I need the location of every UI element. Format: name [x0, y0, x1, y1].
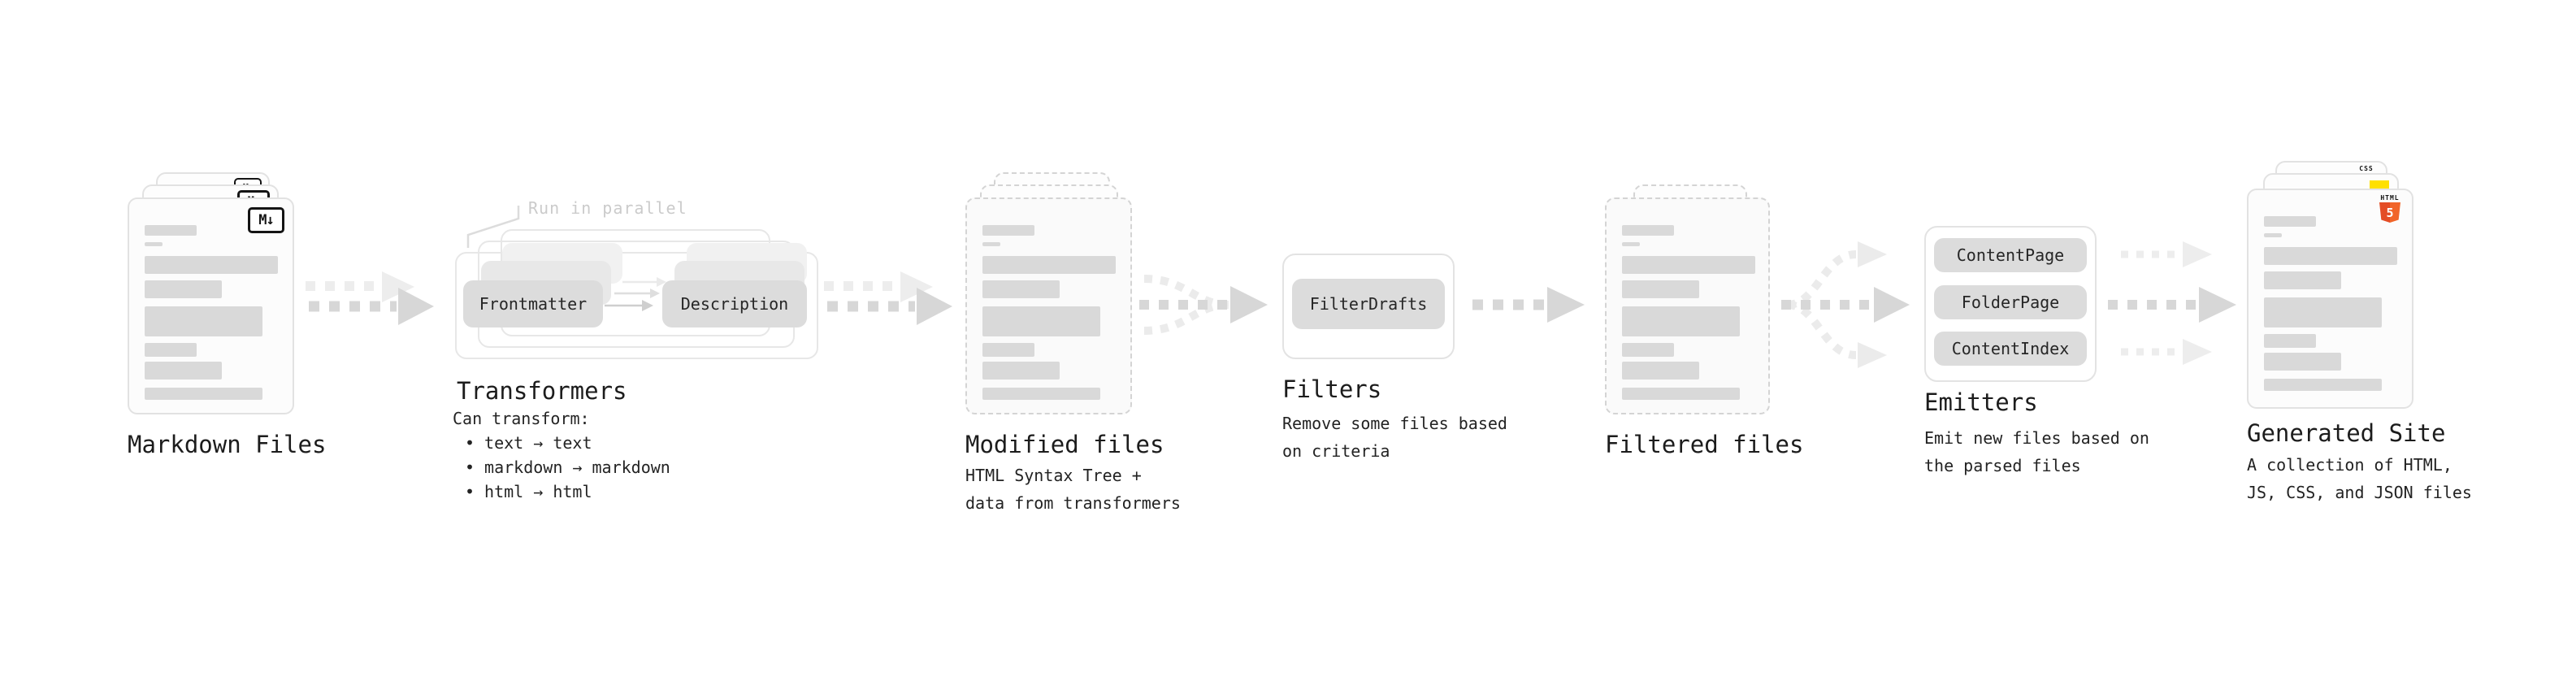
doc-line-bar — [145, 343, 197, 357]
doc-line-bar — [145, 362, 222, 380]
transformer-pill-description: Description — [662, 280, 807, 327]
doc-line-bar — [982, 280, 1060, 298]
doc-line-bar — [1622, 388, 1740, 400]
callout-leader-line — [466, 206, 520, 248]
stage-label-emitters: Emitters — [1924, 388, 2038, 416]
stage-label-modified-files: Modified files — [965, 431, 1164, 458]
doc-line-bar — [1622, 343, 1674, 357]
stage-label-filtered-files: Filtered files — [1605, 431, 1804, 458]
doc-line-bar — [2264, 216, 2316, 227]
doc-line-bar — [1622, 280, 1699, 298]
doc-line-bar — [2264, 334, 2316, 348]
doc-line-bar — [982, 256, 1116, 274]
doc-line-bar — [982, 242, 1000, 246]
doc-line-bar — [145, 388, 262, 400]
bullet-item: •markdown → markdown — [453, 455, 670, 479]
generated-site-description: A collection of HTML, JS, CSS, and JSON … — [2247, 455, 2472, 502]
parallel-arrows-icon — [605, 277, 666, 311]
doc-line-bar — [145, 280, 222, 298]
doc-line-bar — [2264, 297, 2382, 327]
merge-arrow-icon — [1139, 275, 1268, 335]
doc-line-bar — [1622, 362, 1699, 380]
stage-label-markdown-files: Markdown Files — [128, 431, 327, 458]
doc-line-bar — [982, 388, 1100, 400]
doc-line-bar — [2264, 233, 2282, 237]
filter-pill-filterdrafts: FilterDrafts — [1292, 279, 1445, 329]
flow-arrow-icon — [824, 271, 952, 325]
doc-line-bar — [2264, 353, 2341, 371]
document-card — [965, 197, 1132, 414]
document-card: HTML 5 — [2247, 189, 2413, 409]
doc-line-bar — [1622, 256, 1755, 274]
filters-description: Remove some files based on criteria — [1282, 414, 1507, 461]
triple-arrow-icon — [2108, 241, 2236, 365]
transformers-description: Can transform: •text → text •markdown → … — [453, 406, 670, 504]
doc-line-bar — [2264, 247, 2397, 265]
flow-arrow-icon — [306, 271, 434, 325]
doc-line-bar — [145, 242, 163, 246]
bullet-icon: • — [465, 482, 475, 501]
doc-line-bar — [145, 225, 197, 236]
doc-line-bar — [145, 306, 262, 336]
document-card — [1605, 197, 1770, 414]
markdown-icon: M↓ — [248, 207, 284, 233]
doc-line-bar — [982, 225, 1034, 236]
doc-line-bar — [1622, 306, 1740, 336]
document-card: M↓ — [128, 197, 294, 414]
desc-title: Can transform: — [453, 409, 590, 428]
doc-line-bar — [982, 306, 1100, 336]
bullet-item: •text → text — [453, 431, 670, 455]
html5-icon: HTML 5 — [2378, 194, 2402, 223]
modified-files-description: HTML Syntax Tree + data from transformer… — [965, 466, 1181, 513]
doc-line-bar — [2264, 271, 2341, 289]
doc-line-bar — [982, 362, 1060, 380]
javascript-icon — [2370, 180, 2389, 189]
doc-line-bar — [145, 256, 278, 274]
doc-line-bar — [982, 343, 1034, 357]
bullet-icon: • — [465, 458, 475, 477]
bullet-item: •html → html — [453, 479, 670, 504]
doc-line-bar — [1622, 242, 1640, 246]
transformer-pill-frontmatter: Frontmatter — [463, 280, 603, 327]
fanout-arrow-icon — [1781, 241, 1910, 368]
emitter-pill-contentpage: ContentPage — [1934, 238, 2087, 272]
bullet-icon: • — [465, 433, 475, 453]
parallel-note: Run in parallel — [528, 198, 687, 218]
transformer-layer-frame — [455, 252, 818, 359]
emitters-description: Emit new files based on the parsed files — [1924, 428, 2149, 475]
emitter-pill-folderpage: FolderPage — [1934, 285, 2087, 319]
emitter-pill-contentindex: ContentIndex — [1934, 332, 2087, 366]
doc-line-bar — [2264, 379, 2382, 391]
stage-label-filters: Filters — [1282, 375, 1382, 403]
stage-label-generated-site: Generated Site — [2247, 419, 2446, 447]
stage-label-transformers: Transformers — [457, 377, 627, 405]
doc-line-bar — [1622, 225, 1674, 236]
flow-arrow-icon — [1472, 287, 1585, 323]
